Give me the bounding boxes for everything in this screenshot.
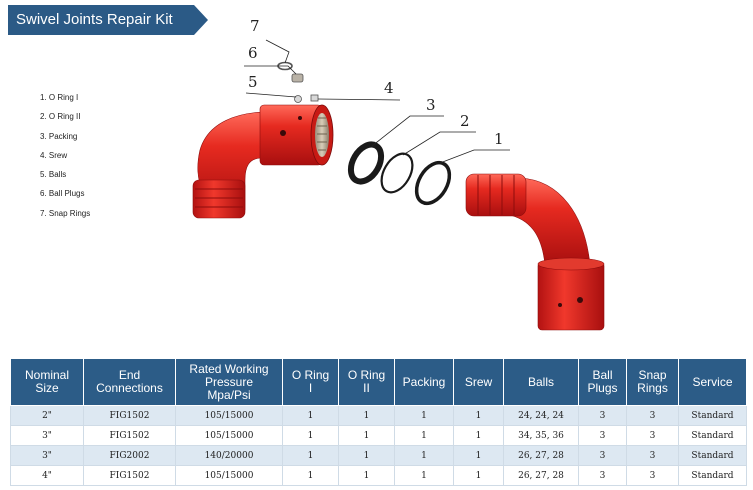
cell-nominal-size: 3" [10, 425, 84, 446]
cell-o-ring-2: 1 [338, 445, 395, 466]
cell-ball-plugs: 3 [578, 425, 627, 446]
cell-balls: 26, 27, 28 [503, 465, 579, 486]
legend-item-balls: 5. Balls [40, 170, 67, 180]
cell-balls: 26, 27, 28 [503, 445, 579, 466]
cell-balls: 34, 35, 36 [503, 425, 579, 446]
cell-o-ring-2: 1 [338, 405, 395, 426]
cell-pressure: 140/20000 [175, 445, 283, 466]
cell-snap-rings: 3 [626, 425, 679, 446]
legend-item-o-ring-2: 2. O Ring II [40, 112, 81, 122]
cell-o-ring-1: 1 [282, 425, 339, 446]
cell-srew: 1 [453, 465, 504, 486]
table-row: 4" FIG1502 105/15000 1 1 1 1 26, 27, 28 … [10, 465, 747, 486]
cell-o-ring-1: 1 [282, 405, 339, 426]
leader-line-3 [371, 115, 444, 147]
legend-item-packing: 3. Packing [40, 131, 78, 141]
cell-snap-rings: 3 [626, 445, 679, 466]
callout-1: 1 [494, 130, 504, 148]
cell-service: Standard [678, 405, 747, 426]
cell-pressure: 105/15000 [175, 465, 283, 486]
leader-line-2 [402, 131, 476, 156]
cell-ball-plugs: 3 [578, 465, 627, 486]
leader-line-5 [245, 92, 297, 98]
cell-srew: 1 [453, 405, 504, 426]
table-row: 3" FIG1502 105/15000 1 1 1 1 34, 35, 36 … [10, 425, 747, 446]
cell-nominal-size: 4" [10, 465, 84, 486]
cell-packing: 1 [394, 425, 454, 446]
ball-plug-part [291, 73, 304, 83]
cell-end-connections: FIG2002 [83, 445, 176, 466]
cell-ball-plugs: 3 [578, 405, 627, 426]
cell-packing: 1 [394, 445, 454, 466]
cell-nominal-size: 3" [10, 445, 84, 466]
cell-nominal-size: 2" [10, 405, 84, 426]
cell-service: Standard [678, 465, 747, 486]
cell-srew: 1 [453, 445, 504, 466]
legend-item-o-ring-1: 1. O Ring I [40, 93, 79, 102]
cell-snap-rings: 3 [626, 465, 679, 486]
cell-packing: 1 [394, 465, 454, 486]
ball-part [294, 95, 302, 103]
cell-srew: 1 [453, 425, 504, 446]
cell-pressure: 105/15000 [175, 405, 283, 426]
leader-line-7 [265, 39, 290, 64]
cell-end-connections: FIG1502 [83, 425, 176, 446]
table-row: 3" FIG2002 140/20000 1 1 1 1 26, 27, 28 … [10, 445, 747, 466]
header-srew: Srew [453, 358, 504, 406]
cell-o-ring-2: 1 [338, 465, 395, 486]
legend-item-ball-plugs: 6. Ball Plugs [40, 189, 85, 199]
callout-5: 5 [248, 73, 258, 91]
cell-pressure: 105/15000 [175, 425, 283, 446]
cell-end-connections: FIG1502 [83, 405, 176, 426]
o-ring-1-part [414, 160, 452, 206]
header-balls: Balls [503, 358, 579, 406]
legend-item-srew: 4. Srew [40, 150, 68, 160]
cell-end-connections: FIG1502 [83, 465, 176, 486]
callout-3: 3 [426, 96, 436, 114]
exploded-diagram: 7 6 5 4 3 2 1 [192, 17, 605, 331]
header-service: Service [678, 358, 747, 406]
callout-6: 6 [248, 44, 258, 62]
cell-o-ring-2: 1 [338, 425, 395, 446]
header-packing: Packing [394, 358, 454, 406]
title-banner-shape [8, 5, 208, 35]
leader-line-6 [244, 65, 297, 75]
callout-2: 2 [460, 112, 470, 130]
leader-line-4 [317, 98, 401, 101]
callout-7: 7 [250, 17, 260, 35]
callout-4: 4 [384, 79, 394, 97]
packing-part [347, 141, 385, 185]
parts-legend: 1. O Ring I 2. O Ring II 3. Packing 4. S… [40, 92, 90, 227]
right-elbow-part [465, 173, 605, 331]
o-ring-2-part [380, 152, 414, 194]
table-row: 2" FIG1502 105/15000 1 1 1 1 24, 24, 24 … [10, 405, 747, 426]
title-banner: Swivel Joints Repair Kit [8, 5, 208, 35]
cell-packing: 1 [394, 405, 454, 426]
cell-service: Standard [678, 445, 747, 466]
cell-o-ring-1: 1 [282, 445, 339, 466]
cell-o-ring-1: 1 [282, 465, 339, 486]
legend-item-snap-rings: 7. Snap Rings [40, 208, 91, 218]
srew-part [310, 94, 319, 102]
cell-balls: 24, 24, 24 [503, 405, 579, 426]
cell-service: Standard [678, 425, 747, 446]
page-title: Swivel Joints Repair Kit [16, 11, 173, 28]
cell-ball-plugs: 3 [578, 445, 627, 466]
left-elbow-part [192, 104, 334, 219]
leader-line-1 [439, 149, 510, 164]
cell-snap-rings: 3 [626, 405, 679, 426]
